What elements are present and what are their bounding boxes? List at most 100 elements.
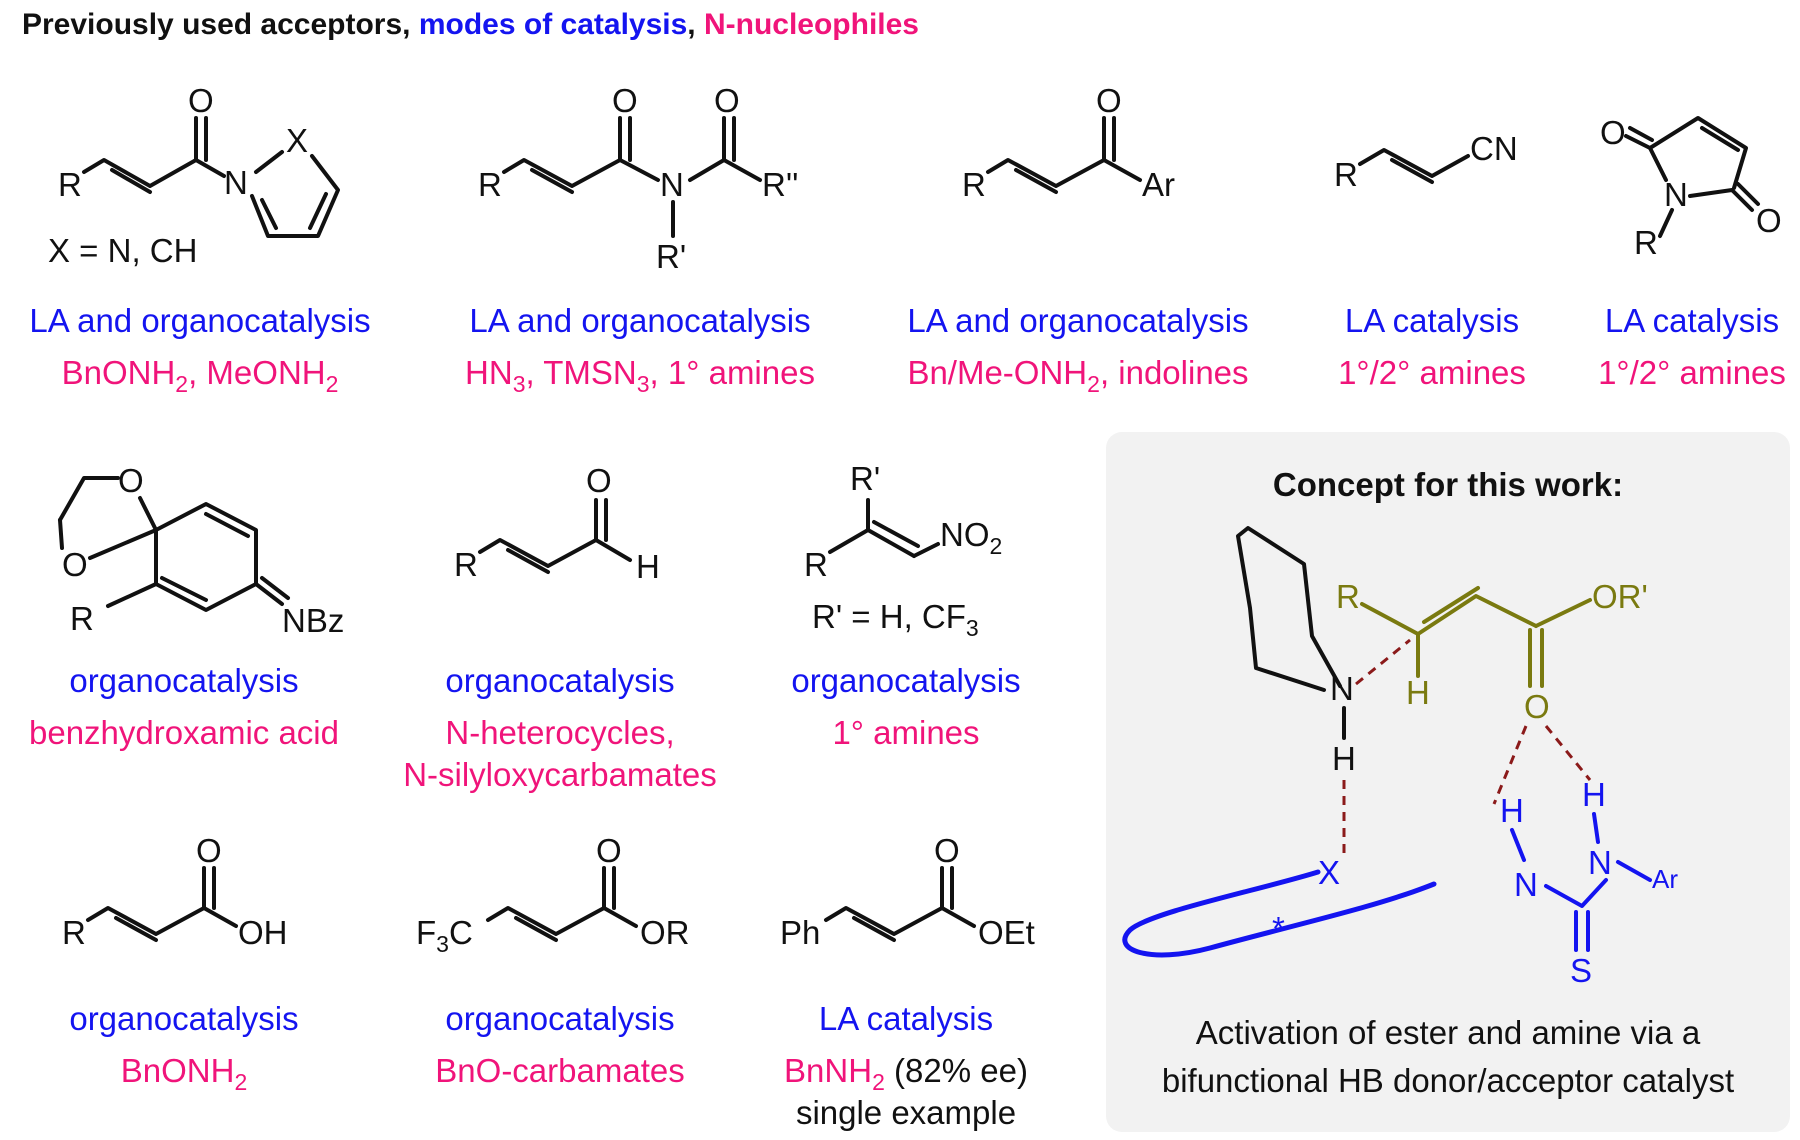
atom-ar: Ar — [1652, 864, 1678, 894]
mode-label: organocatalysis — [69, 662, 298, 699]
azole-note: X = N, CH — [48, 232, 197, 269]
atom-h: H — [636, 548, 660, 585]
concept-heading: Concept for this work: — [1273, 466, 1623, 503]
nucleophile-label: BnNH2 (82% ee) — [784, 1052, 1028, 1095]
mode-label: organocatalysis — [791, 662, 1020, 699]
structure-enal: R O H — [454, 462, 660, 585]
atom-no2: NO2 — [940, 516, 1002, 559]
concept-caption-line1: Activation of ester and amine via a — [1196, 1014, 1701, 1051]
nucleophile-label-line2: N-silyloxycarbamates — [403, 756, 717, 793]
atom-o: O — [612, 82, 638, 119]
atom-o: O — [188, 82, 214, 119]
structure-enone: R O Ar — [962, 82, 1175, 203]
atom-r-prime: R' — [656, 238, 686, 275]
mode-label: organocatalysis — [445, 1000, 674, 1037]
structure-imide: R O N O R'' R' — [478, 82, 798, 275]
mode-label: LA and organocatalysis — [29, 302, 370, 339]
atom-o: O — [1096, 82, 1122, 119]
structure-acrylic-acid: R O OH — [62, 832, 288, 951]
atom-h: H — [1500, 792, 1524, 829]
structure-ethyl-cinnamate: Ph O OEt — [780, 832, 1035, 951]
atom-r: R — [962, 166, 986, 203]
atom-o: O — [62, 546, 88, 583]
atom-cn: CN — [1470, 130, 1518, 167]
atom-r-prime: R' — [850, 460, 880, 497]
mode-label: organocatalysis — [445, 662, 674, 699]
atom-or: OR — [640, 914, 690, 951]
nucleophile-label: 1° amines — [832, 714, 979, 751]
atom-r: R — [62, 914, 86, 951]
structure-nitroalkene: R' R NO2 R' = H, CF3 — [804, 460, 1002, 641]
atom-n: N — [1514, 866, 1538, 903]
atom-h: H — [1332, 740, 1356, 777]
nucleophile-label: N-heterocycles, — [445, 714, 674, 751]
atom-r: R — [70, 600, 94, 637]
atom-x: X — [286, 122, 308, 159]
nucleophile-label: BnONH2, MeONH2 — [62, 354, 339, 397]
atom-o: O — [1524, 688, 1550, 725]
chiral-star: * — [1272, 910, 1285, 947]
atom-o: O — [1600, 114, 1626, 151]
atom-x: X — [1318, 854, 1340, 891]
structure-maleimide: O N O R — [1600, 114, 1782, 261]
concept-panel — [1106, 432, 1790, 1132]
atom-n: N — [1588, 844, 1612, 881]
atom-r: R — [58, 166, 82, 203]
atom-h: H — [1406, 674, 1430, 711]
atom-nbz: NBz — [282, 602, 344, 639]
atom-o: O — [714, 82, 740, 119]
atom-n: N — [224, 164, 248, 201]
atom-ar: Ar — [1142, 166, 1175, 203]
mode-label: LA catalysis — [1345, 302, 1519, 339]
concept-caption-line2: bifunctional HB donor/acceptor catalyst — [1162, 1062, 1734, 1099]
atom-o: O — [1756, 202, 1782, 239]
structure-acrylonitrile: R CN — [1334, 130, 1518, 193]
atom-o: O — [196, 832, 222, 869]
nucleophile-label: benzhydroxamic acid — [29, 714, 339, 751]
atom-r: R — [1634, 224, 1658, 261]
title-part2: modes of catalysis — [419, 8, 687, 41]
atom-f3c: F3C — [416, 914, 473, 957]
structure-quinone-imine-ketal: O O NBz R — [58, 462, 344, 639]
atom-r: R — [1334, 156, 1358, 193]
nucleophile-label: BnONH2 — [121, 1052, 248, 1095]
nitro-note: R' = H, CF3 — [812, 598, 979, 641]
atom-oh: OH — [238, 914, 288, 951]
atom-o: O — [934, 832, 960, 869]
mode-label: LA and organocatalysis — [469, 302, 810, 339]
title-part3: N-nucleophiles — [704, 8, 919, 41]
atom-r: R — [454, 546, 478, 583]
atom-r-double-prime: R'' — [762, 166, 798, 203]
title-part1: Previously used acceptors, — [22, 8, 419, 41]
atom-o: O — [596, 832, 622, 869]
atom-n: N — [1330, 670, 1354, 707]
atom-s: S — [1570, 952, 1592, 989]
concept-catalyst-complex: N H R H OR' O X * H N H N Ar S — [1122, 526, 1678, 989]
atom-ph: Ph — [780, 914, 820, 951]
mode-label: organocatalysis — [69, 1000, 298, 1037]
atom-oet: OEt — [978, 914, 1035, 951]
mode-label: LA and organocatalysis — [907, 302, 1248, 339]
atom-r: R — [478, 166, 502, 203]
atom-or-prime: OR' — [1592, 578, 1648, 615]
structure-acyl-azole: R O N X X = N, CH — [48, 82, 340, 269]
figure-title: Previously used acceptors, modes of cata… — [22, 8, 919, 41]
nucleophile-label: Bn/Me-ONH2, indolines — [907, 354, 1248, 397]
atom-o: O — [118, 462, 144, 499]
nucleophile-label: HN3, TMSN3, 1° amines — [465, 354, 815, 397]
atom-n: N — [660, 166, 684, 203]
atom-o: O — [586, 462, 612, 499]
atom-r: R — [804, 546, 828, 583]
nucleophile-label: BnO-carbamates — [435, 1052, 684, 1089]
atom-r: R — [1336, 578, 1360, 615]
atom-n: N — [1664, 176, 1688, 213]
atom-h: H — [1582, 776, 1606, 813]
mode-label: LA catalysis — [819, 1000, 993, 1037]
structure-trifluorocrotonate: F3C O OR — [416, 832, 690, 957]
single-example-label: single example — [796, 1094, 1016, 1131]
mode-label: LA catalysis — [1605, 302, 1779, 339]
nucleophile-label: 1°/2° amines — [1598, 354, 1786, 391]
title-sep: , — [687, 8, 704, 41]
nucleophile-label: 1°/2° amines — [1338, 354, 1526, 391]
